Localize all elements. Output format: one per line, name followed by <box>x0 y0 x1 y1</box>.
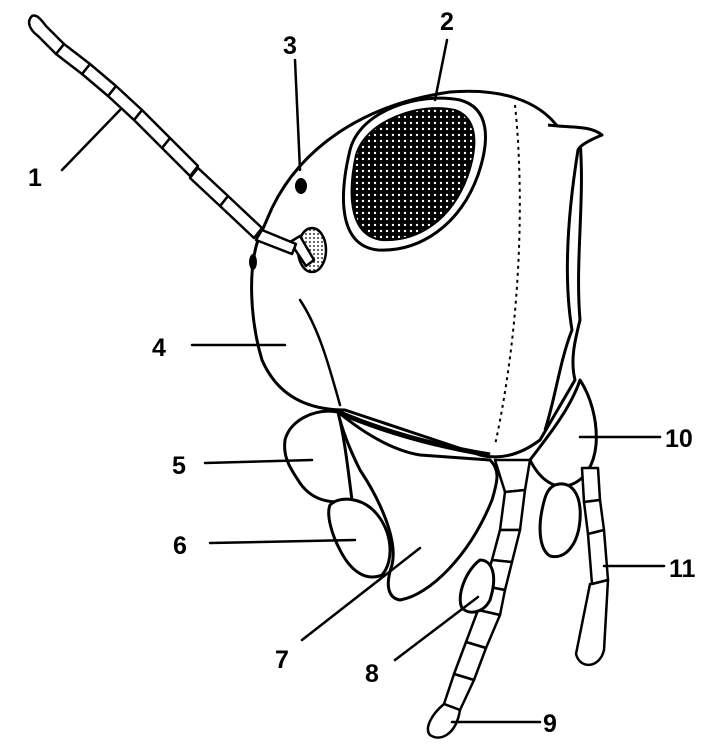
label-1: 1 <box>28 164 42 192</box>
lateral-ocellus <box>249 254 257 270</box>
leader-2 <box>435 40 447 100</box>
label-7: 7 <box>275 646 289 674</box>
label-4: 4 <box>152 334 166 362</box>
label-10: 10 <box>665 425 693 453</box>
label-5: 5 <box>172 452 186 480</box>
leader-1 <box>62 110 120 170</box>
labium-lobe <box>540 484 580 557</box>
ocellus <box>295 178 307 194</box>
label-9: 9 <box>543 710 557 738</box>
label-3: 3 <box>283 32 297 60</box>
label-8: 8 <box>365 660 379 688</box>
leader-3 <box>295 60 300 170</box>
label-6: 6 <box>173 532 187 560</box>
label-11: 11 <box>669 555 696 583</box>
label-2: 2 <box>440 8 454 36</box>
galea <box>460 560 493 612</box>
leader-6 <box>210 540 355 543</box>
